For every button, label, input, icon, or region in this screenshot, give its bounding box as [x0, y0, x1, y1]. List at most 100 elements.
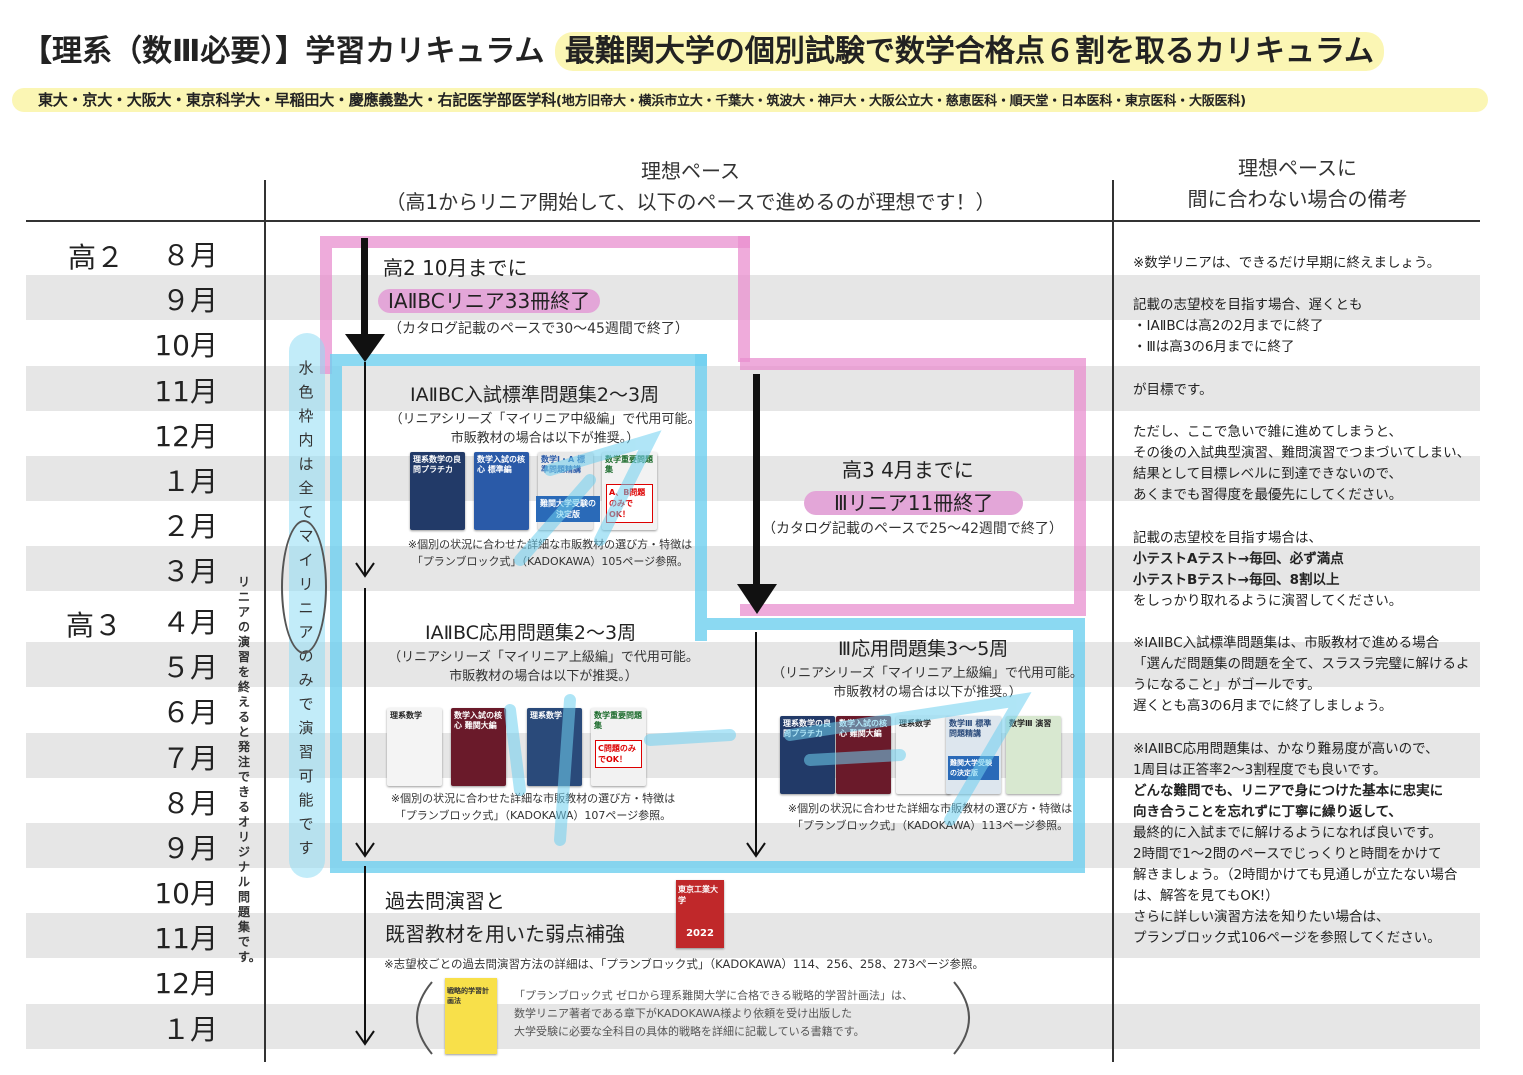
- vertical-note-char: 全: [296, 476, 316, 500]
- note-line: あくまでも習得度を最優先にしてください。: [1133, 485, 1402, 506]
- month-label: ５月: [118, 646, 218, 686]
- month-label: 11月: [118, 370, 218, 410]
- past-foot: ※志望校ごとの過去問演習方法の詳細は、「プランブロック式」（KADOKAWA）1…: [384, 956, 984, 972]
- month-label: 12月: [118, 415, 218, 455]
- vertical-note-char: 可: [296, 764, 316, 788]
- column-divider-left: [264, 180, 266, 1062]
- grade-label-2: 高２: [68, 236, 124, 276]
- schools-paren: (地方旧帝大・横浜市立大・千葉大・筑波大・神戸大・大阪公立大・慈恵医科・順天堂・…: [556, 94, 1246, 109]
- arrow-thin-2-head: [355, 842, 375, 858]
- month-label: ９月: [118, 279, 218, 319]
- note-line: 記載の志望校を目指す場合、遅くとも: [1133, 295, 1363, 316]
- book-info-1: 「プランブロック式 ゼロから理系難関大学に合格できる戦略的学習計画法」は、: [514, 987, 913, 1005]
- month-label: ７月: [118, 737, 218, 777]
- note-line: 「選んだ問題集の問題を全て、スラスラ完璧に解けるよ: [1133, 654, 1470, 675]
- arrow-head-big-1: [345, 334, 385, 364]
- note-line: ※ⅠAⅡBC応用問題集は、かなり難易度が高いので、: [1133, 739, 1439, 760]
- month-label: 10月: [118, 872, 218, 912]
- note-line: さらに詳しい演習方法を知りたい場合は、: [1133, 907, 1390, 928]
- note-line: 小テストBテスト→毎回、8割以上: [1133, 570, 1340, 591]
- ideal-pace-title: 理想ペース: [268, 156, 1113, 187]
- notes-header-line2: 間に合わない場合の備考: [1115, 184, 1480, 215]
- note-line: をしっかり取れるように演習してください。: [1133, 591, 1402, 612]
- schools-main: 東大・京大・大阪大・東京科学大・早稲田大・慶應義塾大・右記医学部医学科: [38, 91, 556, 109]
- note-line: 向き合うことを忘れずに丁寧に繰り返して、: [1133, 802, 1402, 823]
- book-cover: 理系数学の良問プラチカ: [410, 452, 465, 530]
- month-label: １月: [118, 1008, 218, 1048]
- arrow-shaft-big-1: [361, 238, 368, 343]
- note-line: 結果として目標レベルに到達できないので、: [1133, 464, 1402, 485]
- side-note: リニアの演習を終えると発注できるオリジナル問題集です。: [238, 575, 254, 965]
- book-info-2: 数学リニア著者である章下がKADOKAWA様より依頼を受け出版した: [514, 1005, 913, 1023]
- vertical-note-char: 能: [296, 788, 316, 812]
- month-label: ３月: [118, 550, 218, 590]
- arrow-thin-1: [364, 362, 366, 576]
- note-line: ※ⅠAⅡBC入試標準問題集は、市販教材で進める場合: [1133, 633, 1439, 654]
- vertical-note-char: 水: [296, 356, 316, 380]
- vertical-note-char: 色: [296, 380, 316, 404]
- past-book-year: 2022: [676, 928, 724, 939]
- month-label: 10月: [118, 324, 218, 364]
- note-line: 解きましょう。（2時間かけても見通しが立たない場合: [1133, 865, 1457, 886]
- past-line-1: 過去問演習と: [385, 885, 505, 914]
- note-line: その後の入試典型演習、難問演習でつまづいてしまい、: [1133, 443, 1470, 464]
- month-label: ８月: [118, 234, 218, 274]
- month-label: 12月: [118, 962, 218, 1002]
- arrow-thin-4: [364, 866, 366, 1044]
- note-line: ・ⅠAⅡBCは高2の2月までに終了: [1133, 316, 1324, 337]
- vertical-note-char: 内: [296, 428, 316, 452]
- note-line: が目標です。: [1133, 380, 1213, 401]
- month-label: 11月: [118, 917, 218, 957]
- vertical-note-char: は: [296, 452, 316, 476]
- vertical-note-char: み: [296, 668, 316, 692]
- target-schools: 東大・京大・大阪大・東京科学大・早稲田大・慶應義塾大・右記医学部医学科(地方旧帝…: [12, 88, 1488, 112]
- note-line: ・Ⅲは高3の6月までに終了: [1133, 337, 1295, 358]
- note-line: 小テストAテスト→毎回、必ず満点: [1133, 549, 1344, 570]
- header-divider: [26, 220, 1480, 222]
- month-label: １月: [118, 460, 218, 500]
- note-line: 記載の志望校を目指す場合は、: [1133, 528, 1322, 549]
- pink-top-title: 高2 10月までに: [383, 252, 528, 281]
- vertical-note-char: で: [296, 692, 316, 716]
- vertical-note-char: 枠: [296, 404, 316, 428]
- pink-top-sub: （カタログ記載のペースで30〜45週間で終了）: [388, 318, 689, 338]
- ideal-pace-header: 理想ペース （高1からリニア開始して、以下のペースで進めるのが理想です！）: [268, 156, 1113, 218]
- vertical-note-char: 演: [296, 716, 316, 740]
- note-line: 2時間で1〜2問のペースでじっくりと時間をかけて: [1133, 844, 1442, 865]
- pink-frame-top-right: [738, 236, 750, 362]
- title-highlight: 最難関大学の個別試験で数学合格点６割を取るカリキュラム: [555, 32, 1384, 71]
- note-line: 最終的に入試までに解けるようになれば良いです。: [1133, 823, 1442, 844]
- ideal-pace-subtitle: （高1からリニア開始して、以下のペースで進めるのが理想です！）: [268, 187, 1113, 218]
- vertical-note-char: す: [296, 836, 316, 860]
- month-label: ４月: [118, 601, 218, 641]
- note-line: は、解答を見てもOK!）: [1133, 886, 1279, 907]
- note-line: 1周目は正答率2〜3割程度でも良いです。: [1133, 760, 1387, 781]
- month-label: ８月: [118, 782, 218, 822]
- title-main: 【理系（数Ⅲ必要）】学習カリキュラム: [22, 34, 544, 69]
- vertical-note-circle: [281, 520, 327, 654]
- arrow-thin-2: [364, 588, 366, 856]
- column-divider-right: [1112, 180, 1114, 1062]
- handwritten-overlay: [480, 400, 1080, 860]
- vertical-note-char: で: [296, 812, 316, 836]
- note-line: どんな難問でも、リニアで身につけた基本に忠実に: [1133, 781, 1443, 802]
- note-line: プランブロック式106ページを参照してください。: [1133, 928, 1441, 949]
- past-line-2: 既習教材を用いた弱点補強: [385, 918, 625, 947]
- note-line: ただし、ここで急いで雑に進めてしまうと、: [1133, 422, 1402, 443]
- book-cover: 理系数学: [387, 708, 442, 786]
- past-book-title: 東京工業大学: [676, 880, 724, 910]
- notes-header-line1: 理想ペースに: [1115, 153, 1480, 184]
- vertical-note-char: 習: [296, 740, 316, 764]
- note-line: 遅くとも高3の6月までに終了しましょう。: [1133, 696, 1392, 717]
- page-title: 【理系（数Ⅲ必要）】学習カリキュラム 最難関大学の個別試験で数学合格点６割を取る…: [22, 26, 1384, 70]
- book-info: 「プランブロック式 ゼロから理系難関大学に合格できる戦略的学習計画法」は、 数学…: [514, 987, 913, 1041]
- month-label: ６月: [118, 691, 218, 731]
- note-line: ※数学リニアは、できるだけ早期に終えましょう。: [1133, 253, 1440, 274]
- pink-top-pill: ⅠAⅡBCリニア33冊終了: [378, 289, 600, 313]
- month-label: ２月: [118, 505, 218, 545]
- arrow-thin-1-head: [355, 562, 375, 578]
- month-label: ９月: [118, 827, 218, 867]
- notes-header: 理想ペースに 間に合わない場合の備考: [1115, 153, 1480, 215]
- past-book: 東京工業大学 2022: [676, 880, 724, 948]
- book-info-3: 大学受験に必要な全科目の具体的戦略を詳細に記載している書籍です。: [514, 1023, 913, 1041]
